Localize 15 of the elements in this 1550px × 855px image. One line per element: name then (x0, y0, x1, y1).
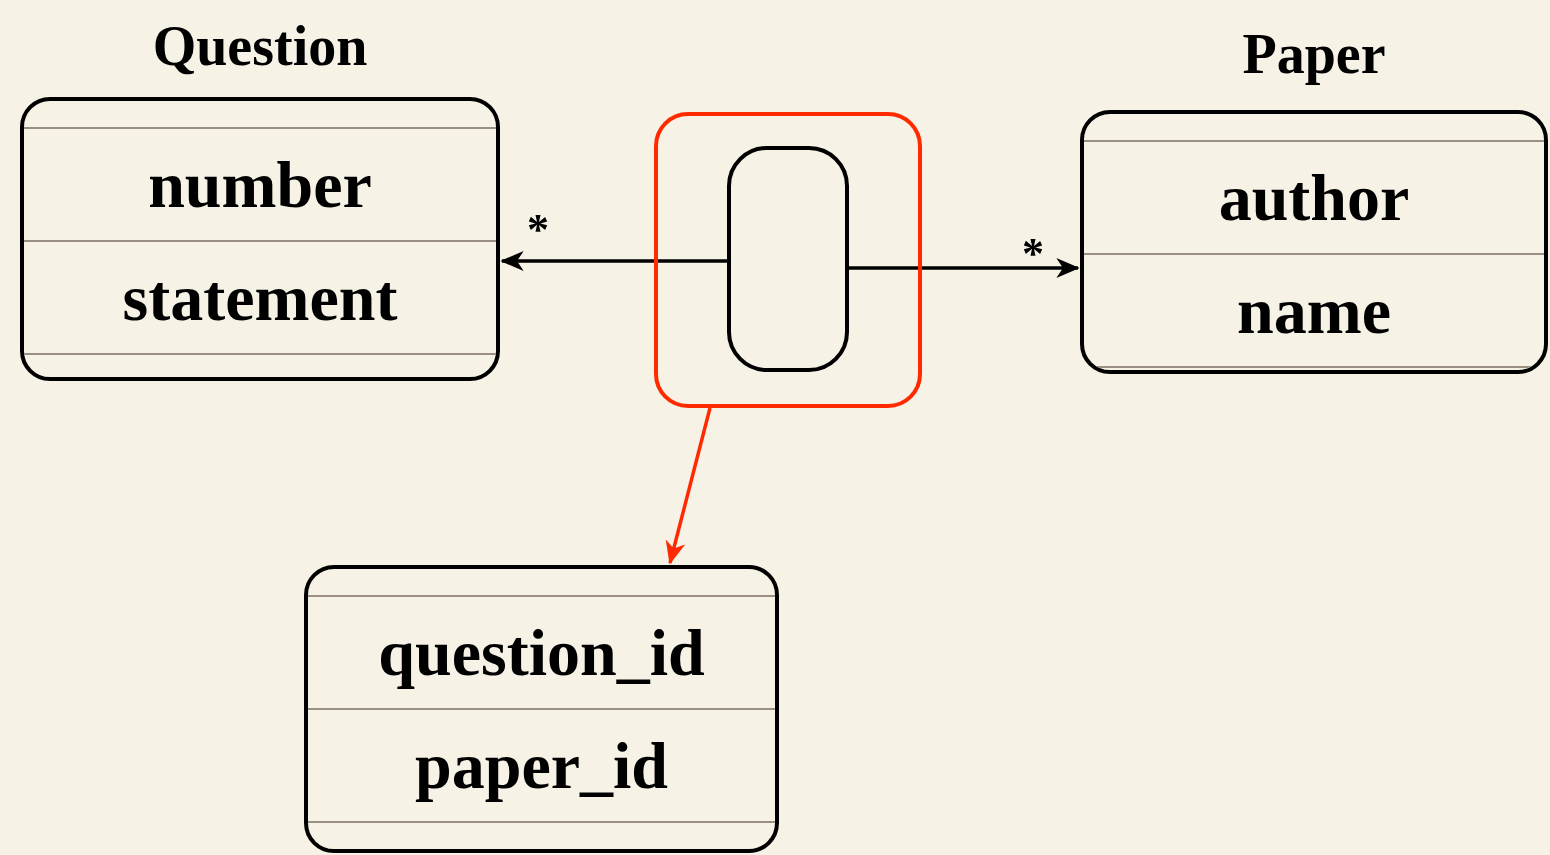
attribute-field: statement (24, 240, 496, 355)
group-frame (654, 112, 922, 408)
attribute-field: name (1084, 253, 1544, 368)
rounded-box (727, 146, 849, 372)
arrow (500, 251, 727, 271)
attribute-field: question_id (308, 595, 775, 708)
multiplicity-label: * (1022, 232, 1044, 276)
multiplicity-label: * (527, 208, 549, 252)
arrow (849, 258, 1080, 278)
entity-title: Paper (1241, 22, 1387, 86)
entity-title: Question (151, 14, 369, 78)
attribute-field: paper_id (308, 708, 775, 823)
arrow (665, 407, 712, 565)
attribute-field: number (24, 127, 496, 240)
attribute-field: author (1084, 140, 1544, 253)
